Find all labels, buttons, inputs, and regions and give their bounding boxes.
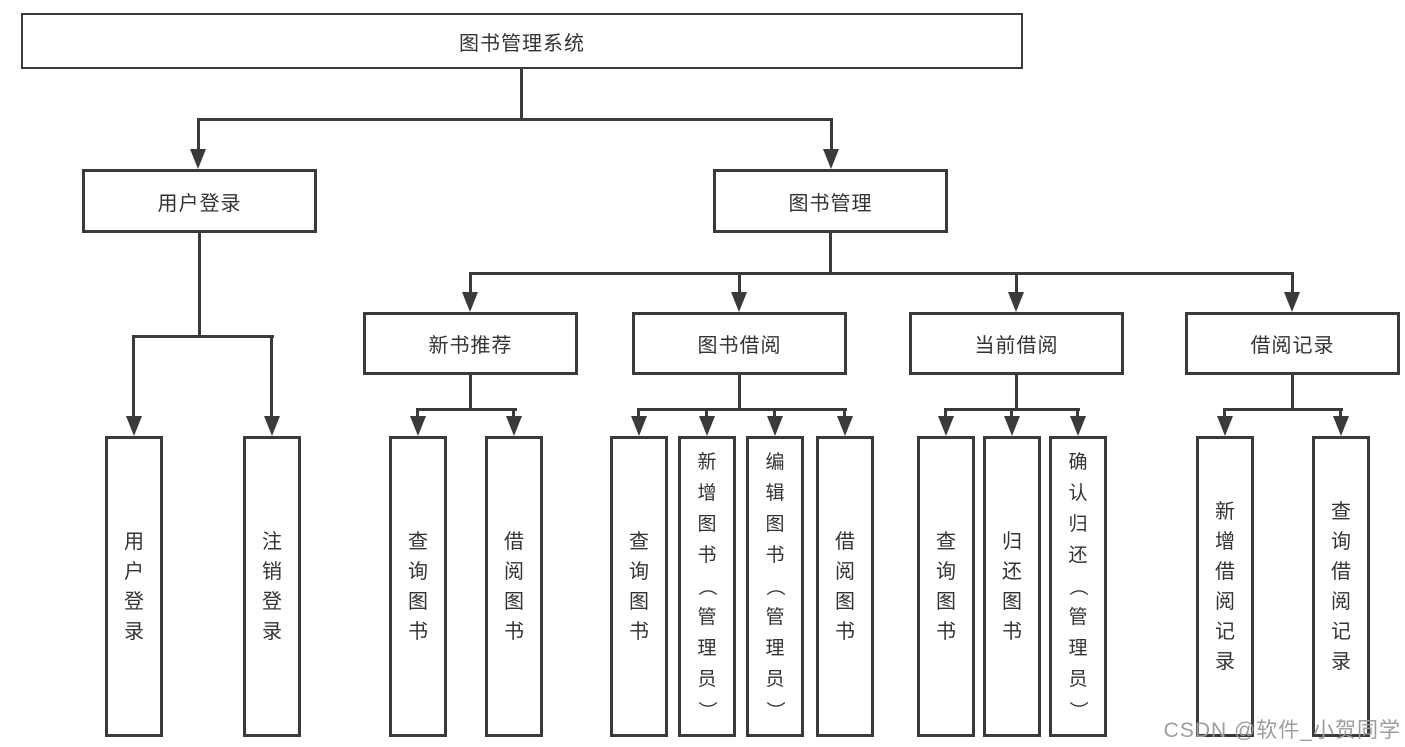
connector-stem: [1291, 375, 1294, 411]
arrowhead-down-icon: [837, 416, 853, 436]
connector-stem: [1339, 408, 1342, 418]
node-label: 新书推荐: [428, 335, 513, 357]
leaf-logout: 注销登录: [243, 436, 301, 737]
connector-stem: [843, 408, 846, 418]
arrowhead-down-icon: [462, 292, 478, 312]
node-label: 借阅记录: [1250, 335, 1335, 357]
arrowhead-down-icon: [1070, 416, 1086, 436]
connector-stem: [1015, 375, 1018, 411]
connector-stem: [1291, 272, 1294, 294]
leaf-label: 用户登录: [124, 530, 144, 643]
arrowhead-down-icon: [699, 416, 715, 436]
node-book-management: 图书管理: [713, 169, 948, 233]
arrowhead-down-icon: [631, 416, 647, 436]
arrowhead-down-icon: [1217, 416, 1233, 436]
leaf-user-login: 用户登录: [105, 436, 163, 737]
connector-stem: [1015, 272, 1018, 294]
node-label: 用户登录: [157, 192, 242, 215]
leaf-label: 确认归还（管理员）: [1067, 452, 1089, 721]
connector-stem: [738, 272, 741, 294]
connector-stem: [198, 233, 201, 337]
connector-stem: [416, 408, 419, 418]
arrowhead-down-icon: [731, 292, 747, 312]
leaf-label: 查询图书: [629, 530, 649, 643]
arrowhead-down-icon: [506, 416, 522, 436]
connector-stem: [469, 272, 472, 294]
connector-stem: [829, 233, 832, 275]
leaf-label: 注销登录: [262, 530, 282, 643]
leaf-query-books-recommend: 查询图书: [389, 436, 447, 737]
node-book-borrowing: 图书借阅: [632, 312, 847, 375]
connector-stem: [705, 408, 708, 418]
leaf-label: 新增图书（管理员）: [696, 452, 718, 721]
connector-stem: [469, 375, 472, 411]
arrowhead-down-icon: [264, 416, 280, 436]
node-library-management-system: 图书管理系统: [21, 13, 1023, 69]
connector-stem: [197, 118, 200, 151]
connector-bar: [469, 272, 1294, 275]
arrowhead-down-icon: [1008, 292, 1024, 312]
node-label: 当前借阅: [974, 335, 1059, 357]
leaf-label: 编辑图书（管理员）: [764, 452, 786, 721]
connector-bar: [416, 408, 517, 411]
arrowhead-down-icon: [767, 416, 783, 436]
connector-stem: [738, 375, 741, 411]
connector-bar: [637, 408, 847, 411]
leaf-add-borrow-record: 新增借阅记录: [1196, 436, 1254, 737]
connector-bar: [132, 335, 274, 338]
connector-stem: [1223, 408, 1226, 418]
leaf-borrow-books: 借阅图书: [816, 436, 874, 737]
connector-stem: [1076, 408, 1079, 418]
leaf-label: 查询借阅记录: [1331, 500, 1351, 673]
connector-stem: [830, 118, 833, 151]
node-label: 图书管理系统: [459, 32, 585, 55]
arrowhead-down-icon: [410, 416, 426, 436]
connector-stem: [270, 335, 273, 418]
node-user-login: 用户登录: [82, 169, 317, 233]
connector-bar: [1223, 408, 1343, 411]
connector-stem: [637, 408, 640, 418]
arrowhead-down-icon: [1333, 416, 1349, 436]
node-label: 图书借阅: [697, 335, 782, 357]
leaf-return-book: 归还图书: [983, 436, 1041, 737]
connector-root-stem: [520, 69, 523, 118]
leaf-label: 归还图书: [1002, 530, 1022, 643]
leaf-query-books-borrow: 查询图书: [610, 436, 668, 737]
node-label: 图书管理: [788, 192, 873, 215]
leaf-label: 借阅图书: [504, 530, 524, 643]
node-new-book-recommend: 新书推荐: [363, 312, 578, 375]
connector-stem: [1010, 408, 1013, 418]
node-current-borrowing: 当前借阅: [909, 312, 1124, 375]
leaf-borrow-books-recommend: 借阅图书: [485, 436, 543, 737]
leaf-label: 新增借阅记录: [1215, 500, 1235, 673]
node-borrowing-records: 借阅记录: [1185, 312, 1400, 375]
connector-stem: [512, 408, 515, 418]
leaf-query-books-current: 查询图书: [917, 436, 975, 737]
leaf-add-book-admin: 新增图书（管理员）: [678, 436, 736, 737]
arrowhead-down-icon: [1284, 292, 1300, 312]
connector-root-bar: [197, 118, 833, 121]
arrowhead-down-icon: [938, 416, 954, 436]
leaf-label: 查询图书: [936, 530, 956, 643]
arrowhead-down-icon: [190, 149, 206, 169]
arrowhead-down-icon: [126, 416, 142, 436]
leaf-query-borrow-record: 查询借阅记录: [1312, 436, 1370, 737]
leaf-label: 查询图书: [408, 530, 428, 643]
watermark-text: CSDN @软件_小贺同学: [1163, 719, 1401, 742]
connector-stem: [132, 335, 135, 418]
leaf-edit-book-admin: 编辑图书（管理员）: [746, 436, 804, 737]
leaf-confirm-return-admin: 确认归还（管理员）: [1049, 436, 1107, 737]
arrowhead-down-icon: [823, 149, 839, 169]
connector-stem: [773, 408, 776, 418]
arrowhead-down-icon: [1004, 416, 1020, 436]
leaf-label: 借阅图书: [835, 530, 855, 643]
connector-stem: [944, 408, 947, 418]
